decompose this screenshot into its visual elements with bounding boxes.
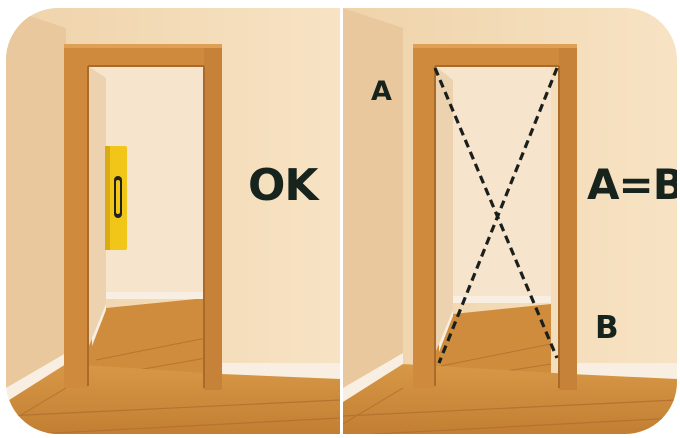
corner-a-label: A [371,76,391,107]
spirit-level [105,146,127,250]
ok-label: OK [248,160,318,211]
level-check-panel: OK [6,8,340,434]
diagonal-check-panel: A A=B B [343,8,677,434]
corner-b-label: B [595,310,618,346]
doorway-diagonal-illustration [343,8,677,434]
doorway-level-illustration [6,8,340,434]
equal-diagonals-label: A=B [587,160,677,209]
